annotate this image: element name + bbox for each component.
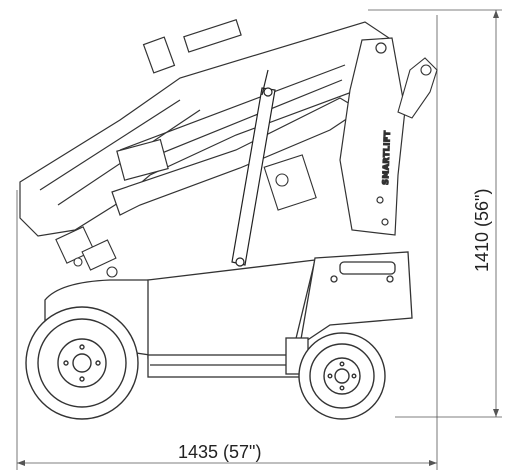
- hydraulic-cylinder: [231, 69, 276, 267]
- cylinder-top-pin: [263, 87, 273, 97]
- front-lug-1: [79, 344, 85, 350]
- arrow-left: [17, 460, 25, 466]
- gripper-pin-2: [106, 266, 118, 278]
- chassis-rear-housing: [299, 251, 413, 347]
- dimension-lines: [16, 9, 502, 470]
- gripper-attachment: [55, 226, 118, 278]
- rear-lug-4: [327, 373, 333, 379]
- rear-hub: [334, 368, 350, 384]
- boom-upper-outline: [19, 21, 393, 237]
- height-dimension-label: 1410 (56"): [472, 189, 492, 272]
- front-lug-2: [95, 360, 101, 366]
- mast-top-pin: [375, 42, 387, 54]
- control-handle: [397, 57, 438, 119]
- boom-arm: [19, 18, 393, 237]
- arrow-right: [429, 460, 437, 466]
- boom-side-block: [116, 138, 169, 181]
- brand-label: SMARTLIFT: [381, 130, 392, 185]
- front-lug-4: [63, 360, 69, 366]
- handle-grip: [397, 57, 438, 119]
- width-dimension-label: 1435 (57"): [178, 442, 261, 462]
- side-tool-body: [263, 154, 317, 211]
- side-tool-wheel: [275, 173, 289, 187]
- boom-lower-outline: [111, 97, 362, 216]
- gripper-pin: [73, 257, 83, 267]
- side-tool: [263, 154, 317, 211]
- front-wheel: [25, 306, 139, 420]
- chassis-base-frame: [147, 354, 309, 378]
- rear-lug-3: [339, 385, 345, 391]
- rear-lug-2: [351, 373, 357, 379]
- arrow-bottom: [493, 409, 499, 417]
- mast-pin-2: [376, 196, 384, 204]
- chassis-bolt-2: [386, 275, 394, 283]
- rear-wheel: [298, 332, 386, 420]
- front-lug-3: [79, 376, 85, 382]
- arrow-top: [493, 10, 499, 18]
- mast-column: SMARTLIFT: [339, 37, 406, 236]
- dimension-arrows: [17, 10, 499, 466]
- chassis-bolt-1: [330, 275, 338, 283]
- mast-outline: [339, 37, 406, 236]
- boom-head-plate: [142, 36, 176, 74]
- rear-lug-1: [339, 361, 345, 367]
- chassis-rear-window: [339, 261, 396, 275]
- boom-detail-line-3: [119, 64, 346, 151]
- boom-head-bracket: [183, 18, 242, 53]
- handle-knob: [420, 64, 432, 76]
- front-hub: [72, 353, 92, 373]
- boom-detail-line-1: [39, 99, 181, 191]
- gripper-jaw: [81, 239, 117, 271]
- cylinder-rod: [261, 69, 269, 96]
- mast-pin-3: [381, 218, 389, 226]
- cylinder-bottom-pin: [235, 257, 245, 267]
